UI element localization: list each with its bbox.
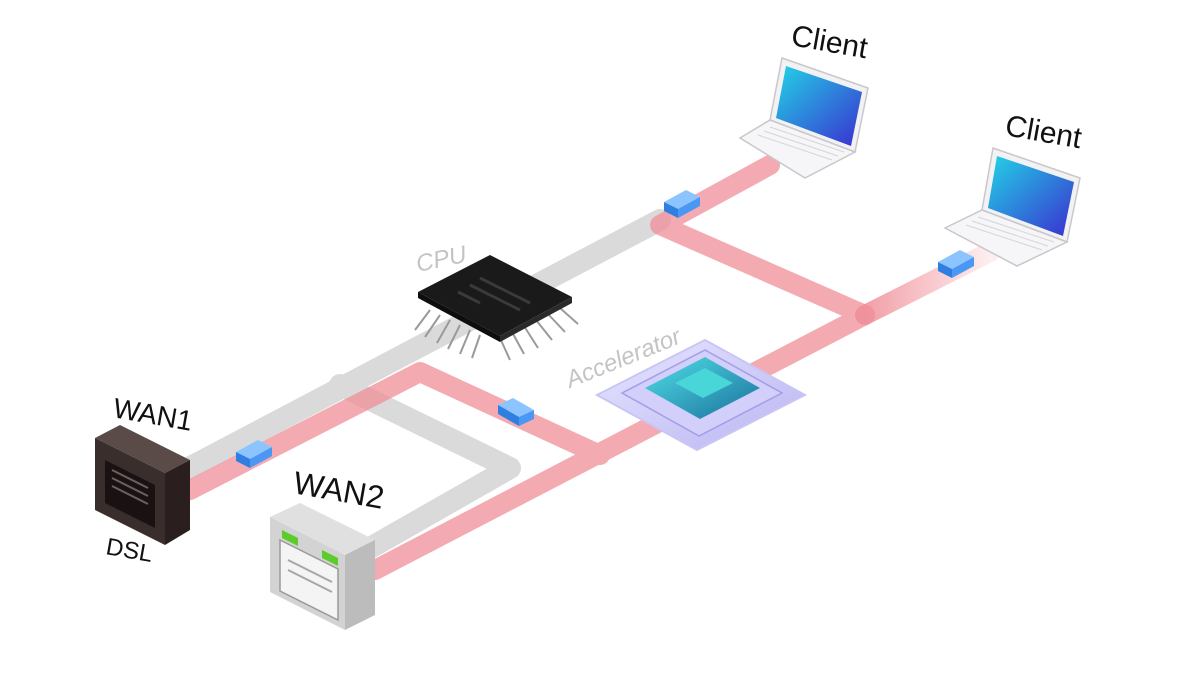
client-2-label: Client xyxy=(1003,109,1085,155)
cpu-chip xyxy=(414,255,579,361)
cpu-markings xyxy=(457,276,531,312)
port-led-left xyxy=(282,530,298,546)
laptop-screen xyxy=(776,66,862,146)
port-led-right xyxy=(322,550,338,566)
port-side xyxy=(165,460,190,545)
laptop-keyboard xyxy=(965,216,1055,251)
laptop-base xyxy=(738,119,857,179)
accelerator-core xyxy=(675,368,733,398)
packet-icon xyxy=(664,190,700,218)
packet-icon xyxy=(938,250,974,278)
port-contacts xyxy=(287,559,333,593)
client-laptop-2 xyxy=(943,147,1081,267)
cpu-side-right xyxy=(500,297,572,342)
port-top xyxy=(270,503,375,555)
wan1-dsl-port xyxy=(95,425,190,545)
packet-icon xyxy=(498,398,534,426)
cpu-top xyxy=(418,255,572,336)
port-contacts xyxy=(111,469,149,505)
client-laptop-1 xyxy=(738,57,869,179)
accel-path-client1 xyxy=(650,155,875,325)
port-side xyxy=(345,540,375,630)
cpu-path-wan2 xyxy=(329,374,521,559)
accelerator-chip xyxy=(594,338,808,452)
port-top xyxy=(95,425,190,473)
cpu-side-left xyxy=(418,292,500,342)
cpu-path-main xyxy=(174,209,671,481)
wan2-ethernet-port xyxy=(270,503,375,630)
client-1-label: Client xyxy=(789,19,871,65)
packets xyxy=(236,190,974,468)
cpu-path xyxy=(174,209,671,559)
accel-path-wan2 xyxy=(365,305,875,580)
laptop-screen xyxy=(988,156,1074,236)
laptop-keyboard xyxy=(757,126,845,161)
packet-icon xyxy=(236,440,272,468)
dsl-label: DSL xyxy=(104,533,155,568)
cpu-pins xyxy=(414,307,579,361)
